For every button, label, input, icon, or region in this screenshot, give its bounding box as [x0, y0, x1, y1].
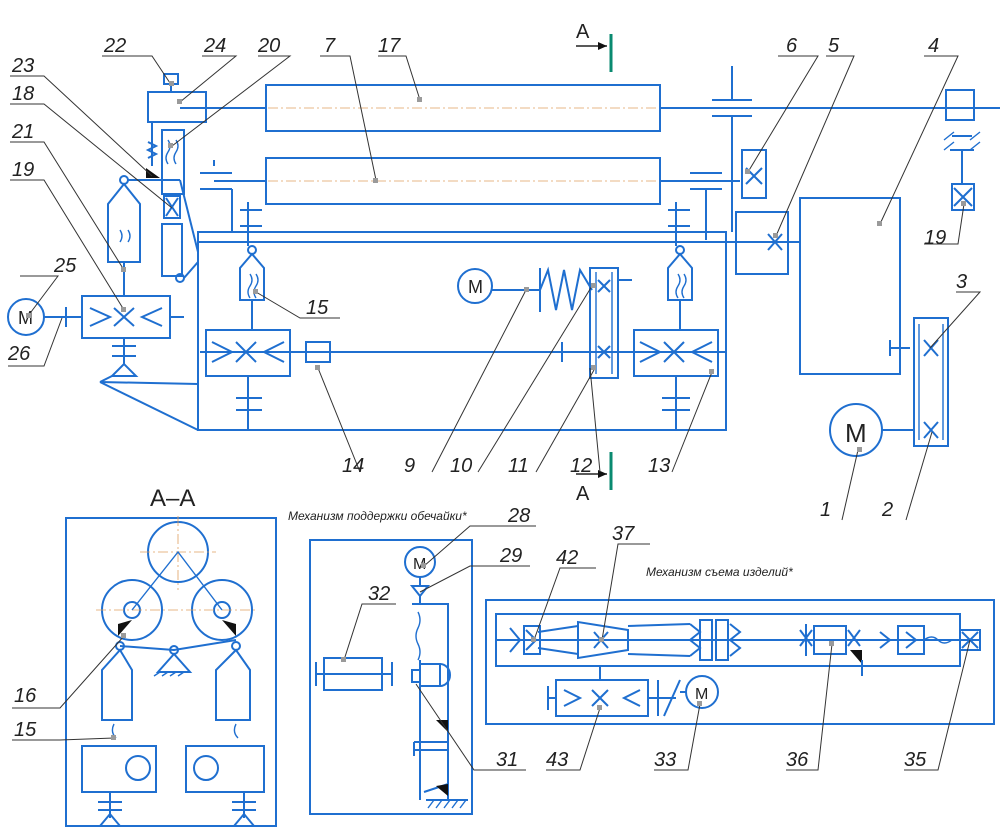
cylinder-20	[161, 129, 185, 195]
label-16: 16	[14, 685, 37, 707]
label-25: 22	[103, 35, 126, 57]
gearbox-43	[555, 679, 649, 717]
reference-markers	[26, 81, 966, 740]
label-6: 6	[786, 35, 798, 57]
label-33: 33	[654, 749, 676, 771]
label-3: 3	[956, 271, 967, 293]
belt-drive-3	[913, 317, 949, 447]
cylinder-23	[107, 182, 141, 263]
label-42: 42	[556, 547, 578, 569]
section-aa-title: A–A	[150, 485, 195, 512]
label-32: 32	[368, 583, 390, 605]
label-15-bottom: 15	[14, 719, 37, 741]
main-frame	[197, 231, 727, 431]
shell-support-frame	[309, 539, 473, 815]
section-aa: A–A	[65, 485, 277, 827]
label-21: 25	[53, 255, 77, 277]
label-17: 17	[378, 35, 401, 57]
label-5: 5	[828, 35, 840, 57]
label-13: 13	[648, 455, 670, 477]
gearbox-22	[81, 295, 171, 339]
label-28: 28	[507, 505, 530, 527]
cylinder-15-right	[667, 245, 693, 330]
label-19: 19	[924, 227, 946, 249]
shell-support-title: Механизм поддержки обечайки*	[288, 509, 467, 523]
label-10: 10	[450, 455, 472, 477]
shell-support-mechanism: Механизм поддержки обечайки* M	[288, 509, 473, 815]
label-12: 12	[570, 455, 592, 477]
coupling-14	[305, 341, 331, 363]
label-27: 24	[203, 35, 226, 57]
label-31: 31	[496, 749, 518, 771]
bearing-36	[959, 629, 981, 651]
label-9: 9	[404, 455, 415, 477]
section-mark-top: A	[576, 21, 613, 72]
label-1: 1	[820, 499, 831, 521]
label-14: 14	[342, 455, 364, 477]
label-23: 19	[12, 159, 34, 181]
clutch-19-housing	[945, 89, 975, 121]
label-18: 18	[12, 83, 34, 105]
label-11: 11	[508, 455, 529, 477]
product-removal-mechanism: Механизм съема изделий*	[485, 565, 995, 725]
gear-6	[741, 149, 767, 199]
spring-10	[539, 266, 593, 312]
reducer-4	[799, 197, 901, 375]
label-35: 37	[612, 523, 635, 545]
cylinder-15-left	[239, 245, 265, 330]
label-24: 21	[11, 121, 34, 143]
section-letter-top: A	[576, 21, 590, 43]
label-37: 36	[786, 749, 809, 771]
motor-33-symbol: M	[695, 686, 708, 703]
label-20: 20	[257, 35, 280, 57]
motor-28-symbol: M	[413, 556, 426, 573]
motor-9	[457, 268, 493, 304]
label-26: 23	[11, 55, 34, 77]
label-2: 2	[881, 499, 893, 521]
housing-27	[147, 91, 207, 123]
callouts: 22 24 20 7 17 6 5 4 23 18 21 19 25 26 19…	[7, 35, 982, 771]
label-43: 43	[546, 749, 568, 771]
section-mark-bottom: A	[576, 452, 613, 505]
label-22: 26	[7, 343, 31, 365]
product-removal-frame	[485, 599, 995, 725]
main-mechanism: M M	[7, 66, 1000, 457]
section-letter-bottom: A	[576, 483, 590, 505]
bearing-18	[163, 195, 181, 219]
motor-9-symbol: M	[468, 277, 483, 297]
label-36: 35	[904, 749, 927, 771]
label-29: 29	[499, 545, 522, 567]
section-aa-frame	[65, 517, 277, 827]
belt-11	[589, 267, 619, 379]
product-removal-title: Механизм съема изделий*	[646, 565, 793, 579]
label-4: 4	[928, 35, 939, 57]
label-15-top: 15	[306, 297, 329, 319]
label-7: 7	[324, 35, 336, 57]
motor-1-symbol: M	[845, 418, 867, 448]
